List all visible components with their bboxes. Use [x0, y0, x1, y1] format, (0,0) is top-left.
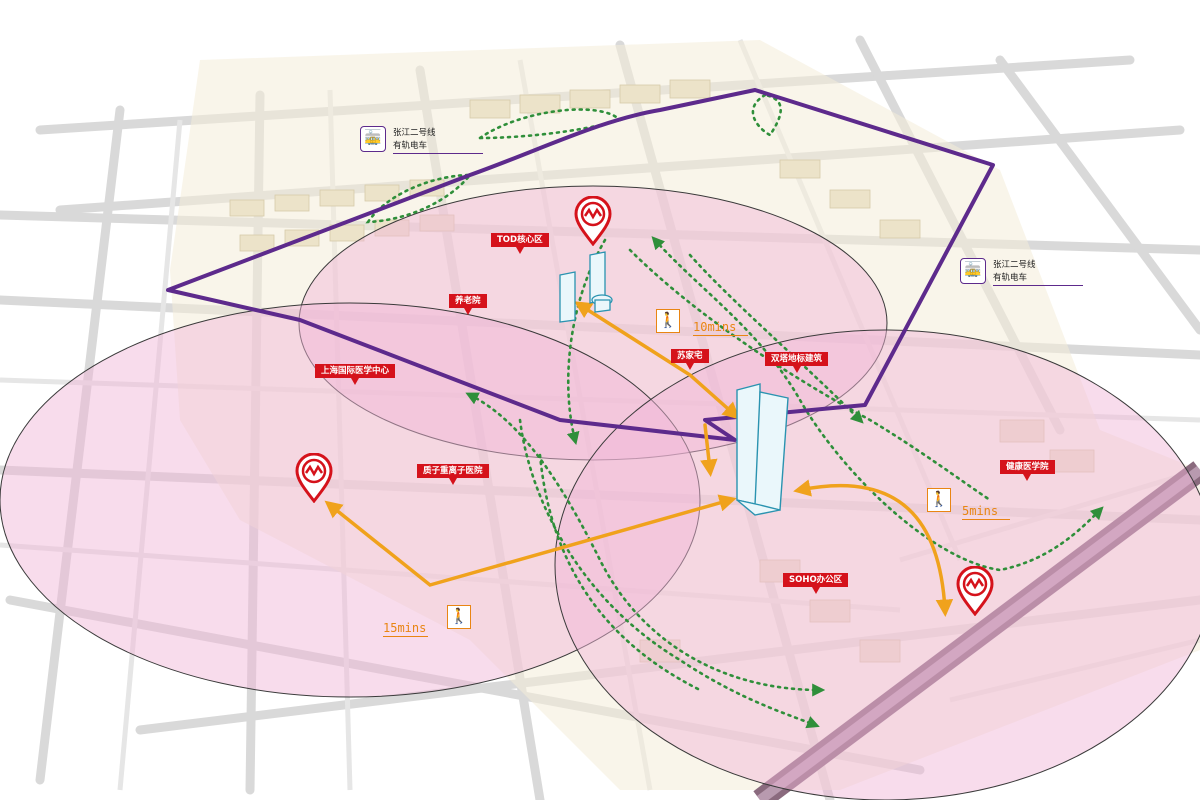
walk-time-north: 10mins [693, 320, 749, 336]
poi-label-soho: SOHO办公区 [783, 573, 849, 594]
tram-line-name: 张江二号线 [393, 128, 436, 138]
poi-label-elderly-home: 养老院 [449, 294, 487, 315]
poi-label-sujiazhai: 苏家宅 [671, 349, 709, 370]
tram-line-name: 张江二号线 [993, 260, 1036, 270]
pedestrian-walking-icon: 🚶 [447, 605, 471, 629]
pedestrian-walking-icon: 🚶 [927, 488, 951, 512]
building-blocks [229, 79, 1095, 663]
poi-label-proton-hospital: 质子重离子医院 [417, 464, 489, 485]
walk-time-west: 15mins [383, 621, 429, 637]
poi-label-tod-core: TOD核心区 [491, 233, 549, 254]
radius-zone-east [554, 329, 1200, 800]
poi-label-medical-center: 上海国际医学中心 [315, 364, 396, 385]
metro-station-pin-icon [574, 196, 612, 246]
tram-line-type: 有轨电车 [393, 141, 428, 151]
tram-icon: 🚋 [360, 126, 386, 152]
metro-station-pin-icon [295, 453, 333, 503]
walk-time-east: 5mins [962, 504, 1011, 520]
tod-towers [559, 251, 613, 323]
tram-line-type: 有轨电车 [993, 273, 1028, 283]
poi-label-health-college: 健康医学院 [1000, 460, 1055, 481]
walking-routes [324, 301, 954, 617]
twin-tower-landmark [736, 383, 789, 516]
pedestrian-walking-icon: 🚶 [656, 309, 680, 333]
tram-icon: 🚋 [960, 258, 986, 284]
metro-station-pin-icon [956, 566, 994, 616]
poi-label-twin-tower: 双塔地标建筑 [765, 352, 829, 373]
